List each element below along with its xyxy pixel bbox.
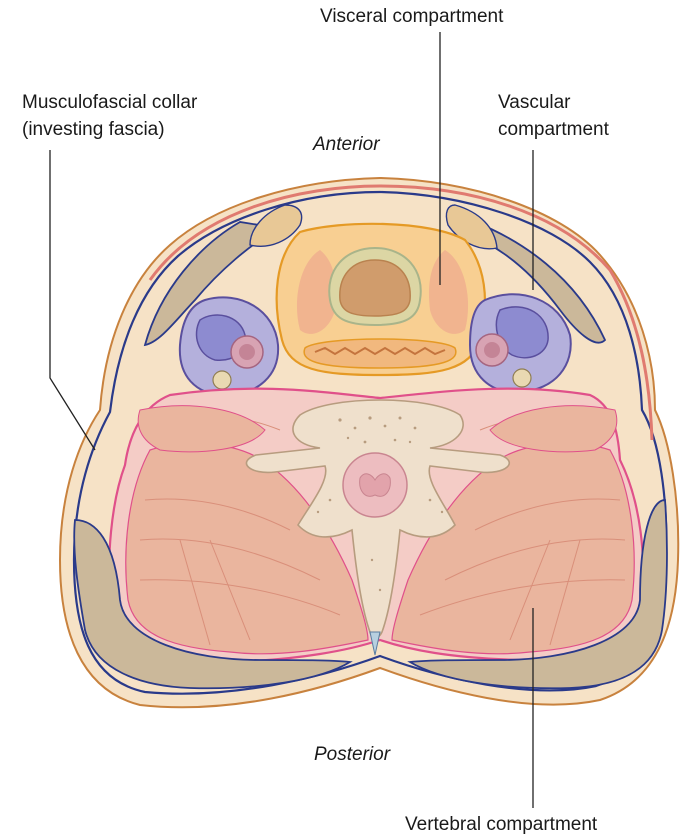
vascular-label-line2: compartment xyxy=(498,119,610,140)
larynx-lumen xyxy=(339,259,411,317)
esophagus-lumen xyxy=(314,346,446,356)
trapezius-left xyxy=(73,519,353,690)
platysma-layer xyxy=(148,184,612,281)
sternocleidomastoid-left xyxy=(143,221,281,347)
thyroid-lobe-right xyxy=(428,250,469,334)
collar-label-line2: (investing fascia) xyxy=(22,119,165,140)
thyroid-lobe-left xyxy=(296,250,337,334)
muscle-striations xyxy=(139,415,626,646)
vertebral-compartment-label: Vertebral compartment xyxy=(405,814,598,835)
trapezius-right xyxy=(407,499,668,690)
esophagus xyxy=(303,338,457,369)
vascular-compartment-left xyxy=(178,296,280,397)
spinal-cord-grey-matter xyxy=(359,473,391,497)
visceral-compartment-label: Visceral compartment xyxy=(320,6,504,27)
platysma-layer-right xyxy=(608,269,654,441)
collar-label-line1: Musculofascial collar xyxy=(22,92,198,113)
posterior-label: Posterior xyxy=(314,744,391,765)
strap-muscle-left xyxy=(249,204,303,247)
nuchal-ligament xyxy=(369,631,381,656)
bone-marrow-texture xyxy=(316,416,444,592)
strap-muscle-right xyxy=(445,204,498,250)
vascular-label-line1: Vascular xyxy=(498,92,571,113)
vertebra xyxy=(245,399,511,639)
sternocleidomastoid-right xyxy=(457,221,607,344)
scalene-muscle-left xyxy=(137,405,266,453)
investing-fascia xyxy=(72,190,668,695)
collar-leader xyxy=(49,150,96,451)
anterior-label: Anterior xyxy=(312,134,380,155)
scalene-muscle-right xyxy=(489,405,618,453)
